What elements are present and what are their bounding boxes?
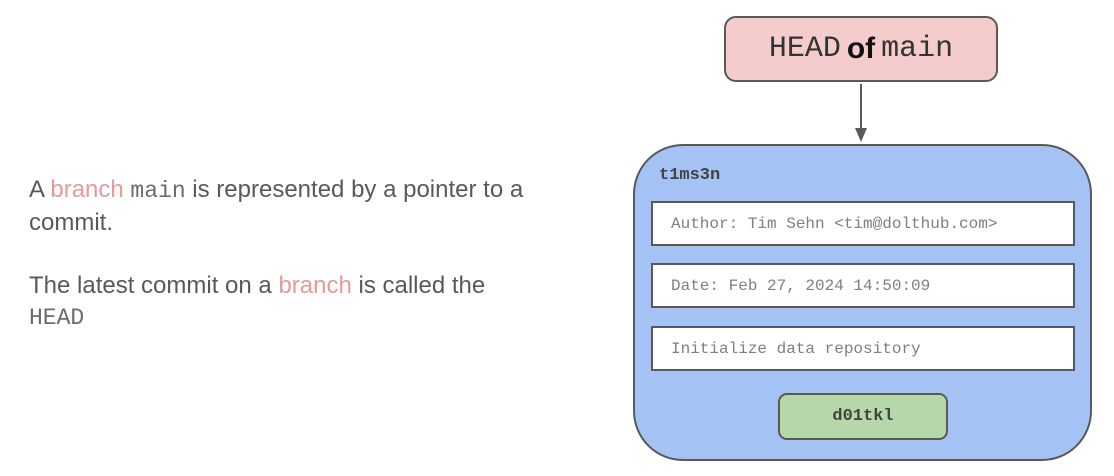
commit-author-field: Author: Tim Sehn <tim@dolthub.com> — [651, 201, 1075, 246]
branch-label: main — [881, 32, 954, 66]
highlight-term-branch: branch — [50, 176, 124, 203]
highlight-term-branch: branch — [278, 272, 352, 299]
text-segment: A — [29, 176, 51, 203]
commit-date-field: Date: Feb 27, 2024 14:50:09 — [651, 263, 1075, 308]
text-segment: is called the — [351, 272, 486, 299]
paragraph-head-definition: The latest commit on a branch is called … — [29, 270, 599, 334]
code-branch-name: main — [130, 178, 186, 204]
arrow-down-icon — [855, 128, 867, 142]
commit-node: t1ms3n Author: Tim Sehn <tim@dolthub.com… — [633, 144, 1092, 461]
head-label: HEAD — [768, 32, 841, 66]
commit-hash: t1ms3n — [659, 166, 721, 185]
paragraph-branch-definition: A branch main is represented by a pointe… — [29, 174, 599, 238]
parent-commit-hash: d01tkl — [778, 393, 948, 440]
commit-message-field: Initialize data repository — [651, 326, 1075, 371]
of-label: of — [846, 32, 876, 65]
text-segment: is represented by a pointer to a commit. — [29, 176, 524, 236]
head-pointer-box: HEAD of main — [724, 16, 998, 82]
text-segment: The latest commit on a — [29, 272, 279, 299]
code-head: HEAD — [29, 305, 85, 331]
explanation-text: A branch main is represented by a pointe… — [29, 174, 599, 334]
pointer-arrow-line — [860, 84, 862, 132]
